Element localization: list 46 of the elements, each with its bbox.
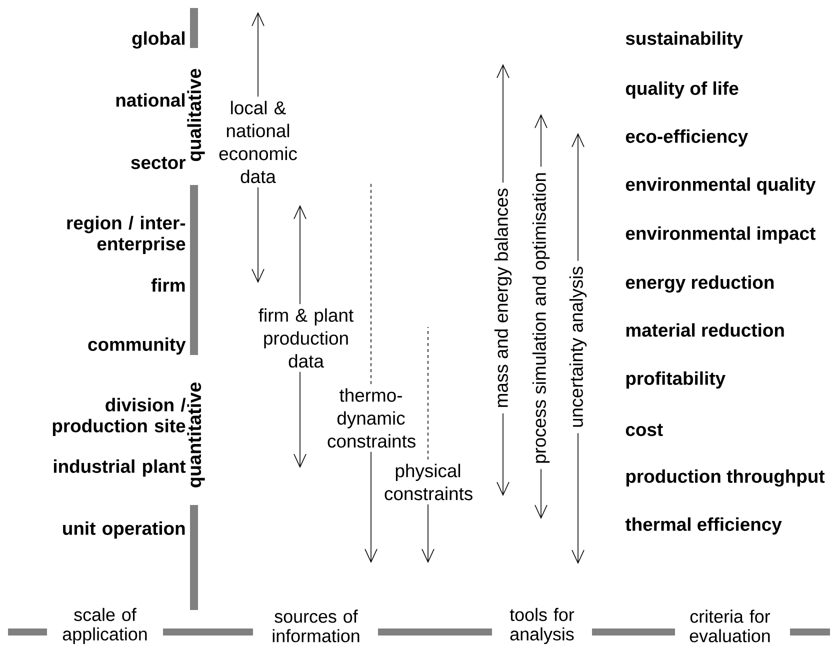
arrow [534, 468, 548, 519]
criterion-label: environmental impact [626, 226, 816, 244]
scale-label: region / inter-enterprise [67, 216, 186, 254]
arrow [534, 114, 548, 168]
arrow [294, 205, 306, 304]
axis-label: quantitative [187, 382, 205, 488]
column-heading: sources of information [272, 610, 360, 642]
arrow [252, 186, 264, 283]
arrow [572, 432, 584, 564]
column-heading: criteria for evaluation [690, 610, 770, 642]
criterion-label: energy reduction [626, 275, 774, 293]
scale-label: industrial plant [54, 459, 186, 477]
arrow [496, 64, 510, 184]
criterion-label: sustainability [626, 31, 743, 49]
criterion-label: eco-efficiency [626, 129, 748, 147]
criterion-label: cost [626, 424, 663, 436]
scale-label: firm [151, 278, 185, 292]
text-label: firm & plant production data [258, 308, 354, 368]
text-label: local & national economic data [219, 100, 297, 184]
arrow [422, 504, 434, 563]
criterion-label: production throughput [626, 469, 825, 487]
scale-label: community [88, 337, 186, 355]
arrow [572, 133, 584, 262]
axis-label: qualitative [187, 68, 205, 162]
scale-label: global [132, 31, 184, 49]
arrow [252, 12, 264, 98]
arrow [364, 451, 378, 563]
criterion-label: thermal efficiency [625, 517, 782, 535]
vertical-label: mass and energy balances [494, 188, 512, 407]
criterion-label: environmental quality [626, 177, 816, 195]
column-heading: tools for analysis [510, 608, 574, 644]
text-label: physical constraints [384, 464, 472, 500]
criterion-label: profitability [626, 371, 726, 389]
arrow [496, 412, 510, 496]
scale-label: sector [131, 156, 186, 170]
criterion-label: material reduction [626, 323, 784, 337]
scale-label: division / production site [52, 398, 186, 436]
scale-label: national [116, 93, 184, 107]
column-heading: scale of application [62, 608, 147, 644]
text-label: thermo-dynamic constraints [328, 388, 416, 448]
vertical-label: process simulation and optimisation [532, 173, 550, 463]
scale-label: unit operation [63, 521, 185, 539]
arrow [294, 371, 306, 468]
criterion-label: quality of life [626, 81, 738, 99]
vertical-label: uncertainty analysis [569, 266, 587, 427]
dashed-line [370, 182, 372, 384]
